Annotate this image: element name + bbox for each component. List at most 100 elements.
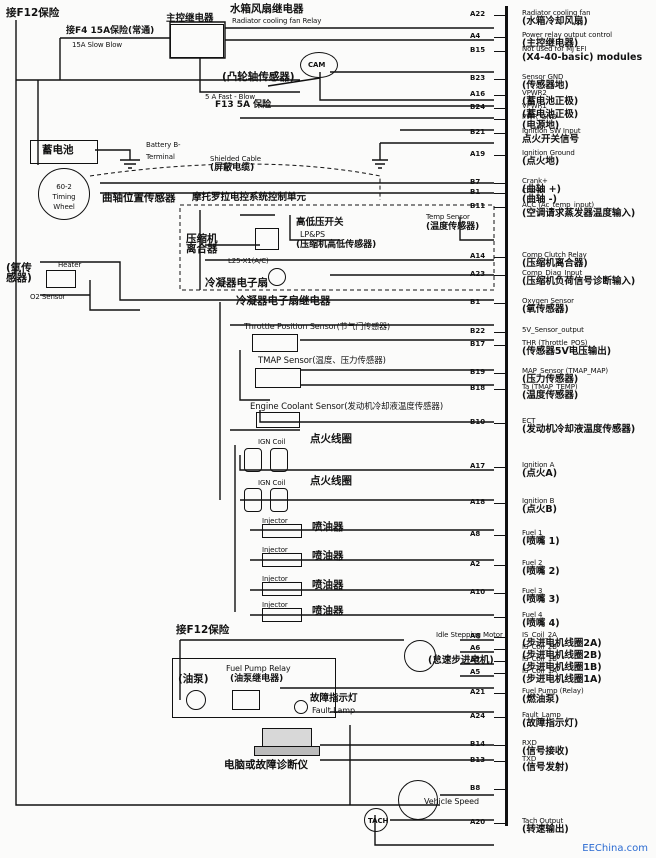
ecu-pin-function-zh: (点火地) <box>522 156 560 167</box>
ecu-pin-function-zh: (发动机冷却液温度传感器) <box>522 424 636 435</box>
cam-label: CAM <box>308 61 326 69</box>
injector-2-box <box>262 553 302 567</box>
ac-switch-label: 高低压开关 <box>296 217 344 228</box>
ecu-pin-function: TXD <box>522 755 537 763</box>
crank-sensor-label: 曲轴位置传感器 <box>102 192 176 204</box>
ecu-pin-number: B17 <box>470 340 486 348</box>
ecu-pin-function-zh: (水箱冷却风扇) <box>522 16 588 27</box>
fuel-pump-block <box>172 658 336 718</box>
ecu-pin-function: Fuel Pump (Relay) <box>522 687 584 695</box>
ecu-pin-function: IS_Coil_1A <box>522 667 557 675</box>
ecu-pin-function: Not used for MJ EFI <box>522 45 587 53</box>
ecu-pin-function: Crank+ <box>522 177 548 185</box>
ecu-pin-function: Ignition SW Input <box>522 127 581 135</box>
heater-label: Heater <box>58 261 82 269</box>
throttle-sensor-box <box>252 334 298 352</box>
ecu-pin-number: A21 <box>470 688 486 696</box>
ecu-pin-function: ACC (Ac_temp_input) <box>522 201 595 209</box>
f13-fuse-label: F13 5A 保险 <box>215 100 272 110</box>
pin-stub <box>494 423 506 424</box>
ecu-pin-function: Crank- <box>522 187 545 195</box>
ecu-connector-bar <box>505 6 508 826</box>
injector-1-box <box>262 524 302 538</box>
fuel-pump-relay-zh-label: (油泵继电器) <box>230 674 284 684</box>
temp-sensor-zh-label: (温度传感器) <box>426 222 480 232</box>
pin-stub <box>494 133 506 134</box>
ecu-pin-function-zh: (信号接收) <box>522 746 569 757</box>
ecu-pin-function-zh: (主控继电器) <box>522 38 579 49</box>
pin-stub <box>494 183 506 184</box>
f12-fuse-label: 接F12保险 <box>6 7 60 19</box>
ecu-pin-function: Oxygen Sensor <box>522 297 574 305</box>
pin-stub <box>494 332 506 333</box>
main-relay-label: 主控继电器 <box>166 13 214 24</box>
injector-label-3: 喷油器 <box>312 579 344 591</box>
ecu-pin-number: B1 <box>470 188 481 196</box>
fan-relay-label: 水箱风扇继电器 <box>230 3 304 15</box>
f12-fuse-label-2: 接F12保险 <box>176 624 230 636</box>
ecu-pin-number: A4 <box>470 32 481 40</box>
ecu-pin-number: B19 <box>470 368 486 376</box>
ign-coil-1-primary <box>244 448 262 472</box>
battery-b-label: Battery B- <box>146 141 181 149</box>
idle-motor-label: Idle Stepping Motor <box>436 631 503 639</box>
l25-label: L25-X1(A/C) <box>228 257 269 265</box>
compressor-relay-box <box>255 228 279 250</box>
shielded-cable-zh-label: (屏蔽电缆) <box>210 163 255 173</box>
ecu-pin-function: IS_Coil_2A <box>522 631 557 639</box>
pin-stub <box>494 789 506 790</box>
pin-stub <box>494 673 506 674</box>
ecu-pin-function-zh: (步进电机线圈2B) <box>522 650 602 661</box>
ecu-pin-number: A20 <box>470 818 486 826</box>
coolant-label: Engine Coolant Sensor(发动机冷却液温度传感器) <box>250 402 444 412</box>
fault-lamp-label: Fault Lamp <box>312 706 355 715</box>
pin-stub <box>494 51 506 52</box>
f4-fuse-label: 接F4 15A保险(常通) <box>66 26 155 36</box>
ecu-pin-function-zh: (故障指示灯) <box>522 718 579 729</box>
ecu-pin-function: Fault_Lamp <box>522 711 561 719</box>
ecu-pin-number: A23 <box>470 270 486 278</box>
ecu-pin-number: B13 <box>470 756 486 764</box>
pin-stub <box>494 207 506 208</box>
ecu-pin-function-zh: (喷嘴 1) <box>522 536 560 547</box>
pin-stub <box>494 535 506 536</box>
timing-wheel-label: 60-2 Timing Wheel <box>52 183 76 211</box>
ecu-pin-number: B14 <box>470 740 486 748</box>
pin-stub <box>494 303 506 304</box>
ign-coil-en-label-2: IGN Coil <box>258 479 286 487</box>
ecu-pin-function-zh: (步进电机线圈1A) <box>522 674 602 685</box>
pin-stub <box>494 717 506 718</box>
ecu-pin-function-zh: (传感器5V电压输出) <box>522 346 612 357</box>
tach-label: TACH <box>368 817 389 825</box>
ecu-pin-function-zh: (信号发射) <box>522 762 569 773</box>
ecu-pin-function: Ignition Ground <box>522 149 575 157</box>
injector-en-label-4: Injector <box>262 601 288 609</box>
fuse-15a-label: 15A Slow Blow <box>72 41 122 49</box>
ecu-pin-number: A6 <box>470 644 481 652</box>
ecu-pin-function-zh: (压力传感器) <box>522 374 579 385</box>
idle-motor-symbol <box>404 640 436 672</box>
ecu-pin-function: Tach Output <box>522 817 564 825</box>
ign-coil-1-secondary <box>270 448 288 472</box>
ecu-pin-function: 5V_Sensor_output <box>522 326 584 334</box>
ecu-pin-number: A19 <box>470 150 486 158</box>
ecu-pin-function: ECT <box>522 417 536 425</box>
injector-label-2: 喷油器 <box>312 550 344 562</box>
ecu-pin-function-zh: (喷嘴 4) <box>522 618 560 629</box>
ecu-pin-function-zh: (喷嘴 2) <box>522 566 560 577</box>
pin-stub <box>494 503 506 504</box>
injector-en-label-3: Injector <box>262 575 288 583</box>
vehicle-speed-sensor <box>398 780 438 820</box>
pin-stub <box>494 79 506 80</box>
ecu-pin-number: B10 <box>470 418 486 426</box>
fuse-5a-label: 5 A Fast - Blow <box>205 93 255 101</box>
ecu-pin-function: Ta (TMAP_TEMP) <box>522 383 578 391</box>
ecu-pin-number: B22 <box>470 327 486 335</box>
pin-stub <box>494 37 506 38</box>
ecu-pin-function-zh: (步进电机线圈2A) <box>522 638 602 649</box>
fault-lamp-symbol <box>294 700 308 714</box>
pin-stub <box>494 155 506 156</box>
pin-stub <box>494 693 506 694</box>
tmap-sensor-box <box>255 368 301 388</box>
